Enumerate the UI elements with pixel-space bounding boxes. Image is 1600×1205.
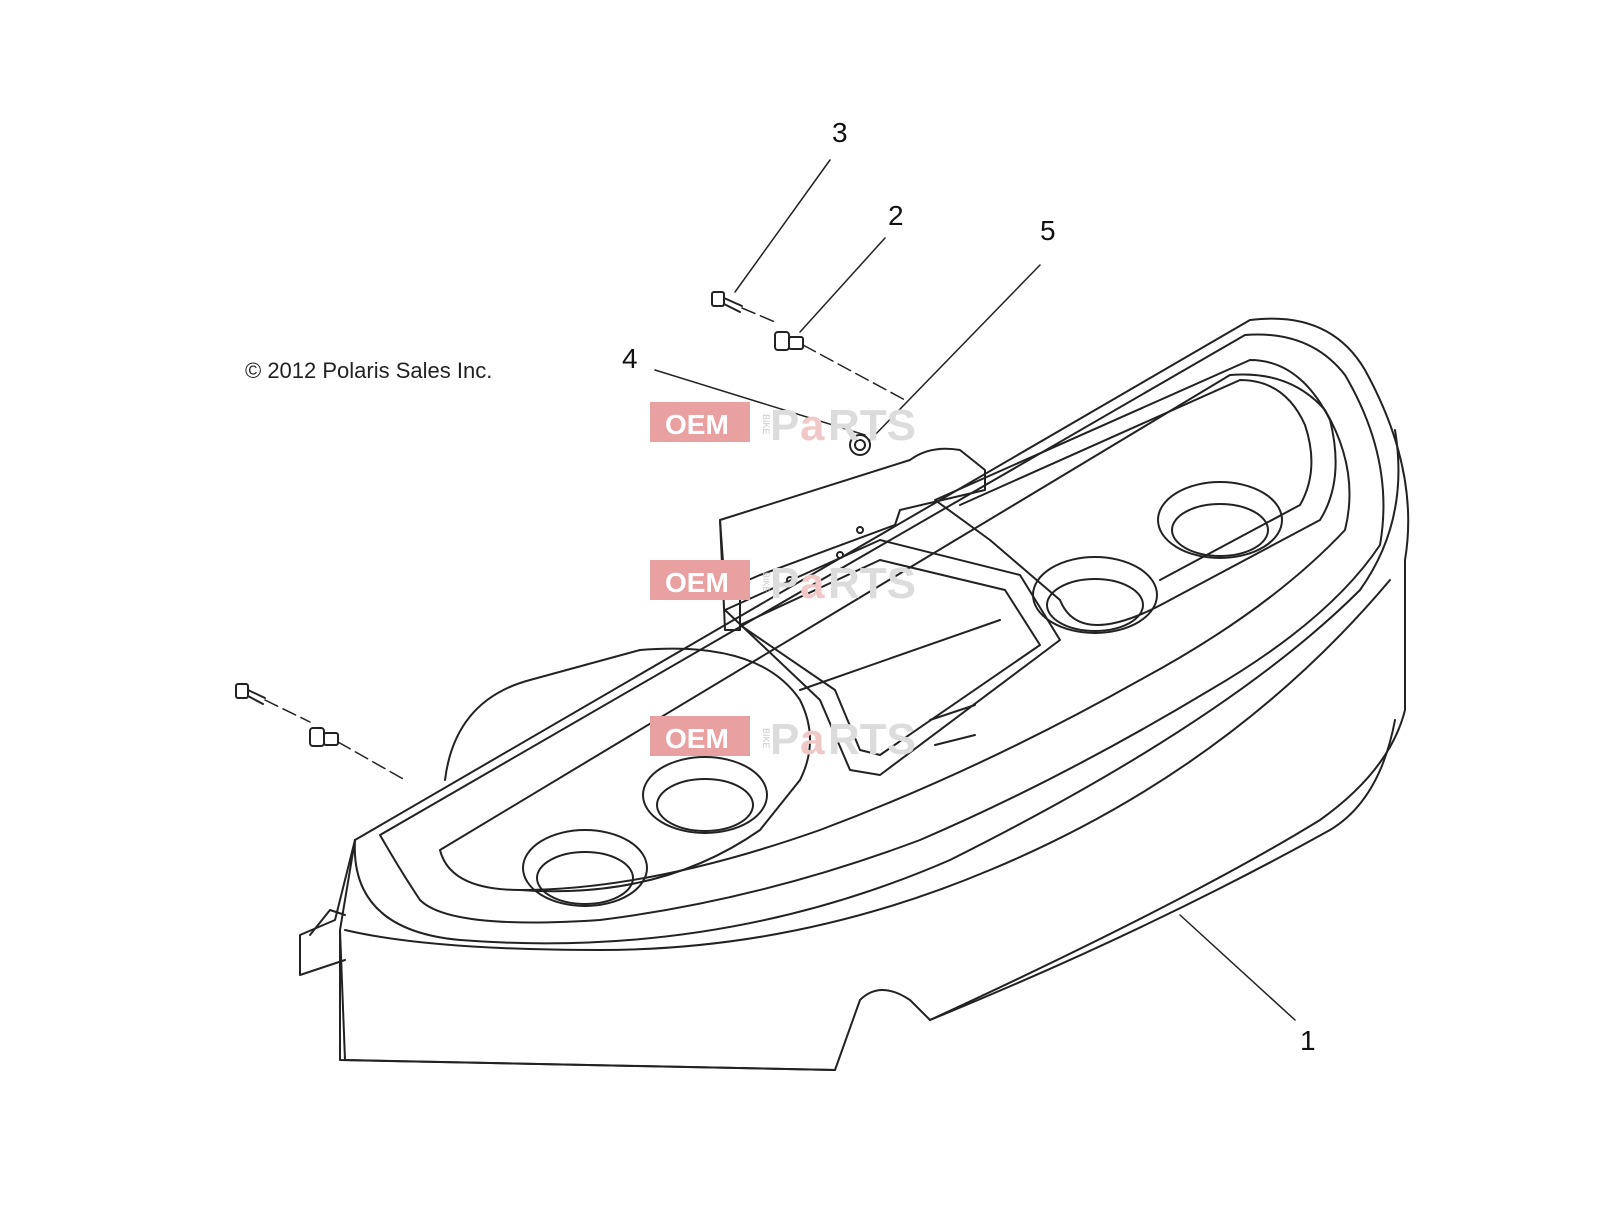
svg-text:RTS: RTS (828, 401, 916, 450)
svg-text:OEM: OEM (665, 723, 729, 754)
leader-line-4 (654, 369, 866, 436)
svg-text:P: P (770, 559, 799, 608)
svg-text:OEM: OEM (665, 567, 729, 598)
grommet-part-2-top (774, 331, 804, 351)
callout-2: 2 (888, 200, 904, 231)
svg-text:a: a (800, 715, 825, 764)
svg-text:a: a (800, 401, 825, 450)
grommet-left (309, 727, 339, 747)
watermark-top: OEM BIKE P a RTS (650, 401, 916, 450)
screw-part-3-top (711, 291, 743, 313)
svg-text:P: P (770, 401, 799, 450)
svg-text:BIKE: BIKE (761, 728, 771, 749)
svg-text:OEM: OEM (665, 409, 729, 440)
svg-text:RTS: RTS (828, 559, 916, 608)
leader-line-1 (1179, 914, 1296, 1021)
copyright-notice: © 2012 Polaris Sales Inc. (245, 358, 493, 383)
leader-line-5 (869, 264, 1041, 441)
callout-3: 3 (832, 117, 848, 148)
tray-body (299, 317, 1410, 1071)
screw-left (235, 683, 266, 705)
callout-1: 1 (1300, 1025, 1316, 1056)
svg-text:RTS: RTS (828, 715, 916, 764)
callout-4: 4 (622, 343, 638, 374)
svg-text:BIKE: BIKE (761, 572, 771, 593)
svg-text:a: a (800, 559, 825, 608)
leader-line-2 (799, 237, 886, 333)
watermark-middle: OEM BIKE P a RTS (650, 559, 916, 608)
watermark-bottom: OEM BIKE P a RTS (650, 715, 916, 764)
svg-text:P: P (770, 715, 799, 764)
svg-text:BIKE: BIKE (761, 414, 771, 435)
callout-5: 5 (1040, 215, 1056, 246)
leader-line-3 (734, 159, 831, 293)
